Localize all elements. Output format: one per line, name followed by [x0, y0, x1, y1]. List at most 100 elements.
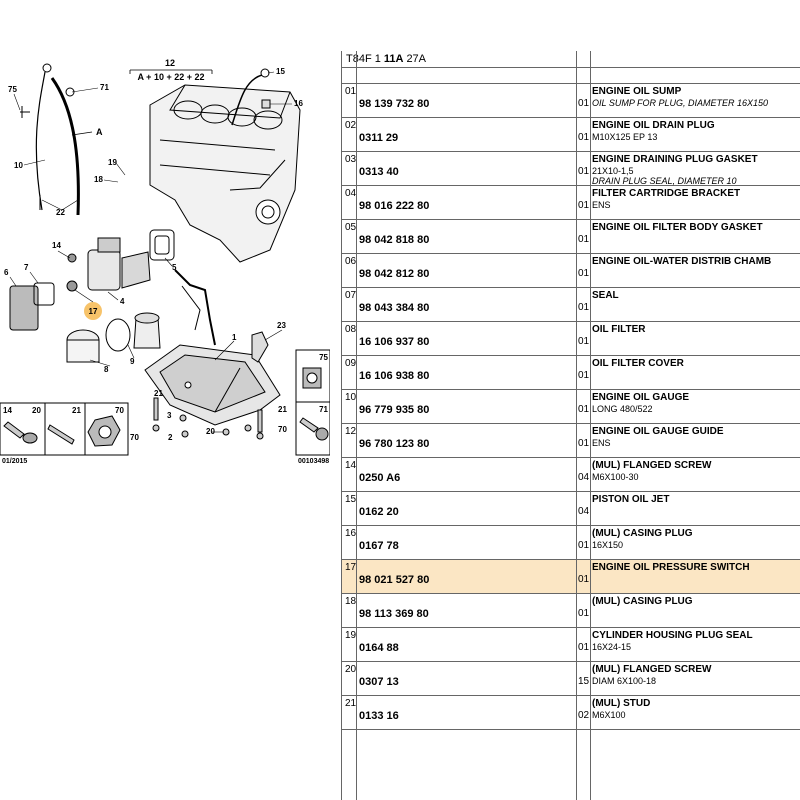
- part-reference: 0167 78: [359, 540, 399, 552]
- part-detail: M6X100-30: [592, 472, 639, 482]
- part-quantity: 01: [578, 438, 590, 449]
- callout-4[interactable]: 4: [120, 297, 125, 306]
- callout-21-right[interactable]: 21: [278, 405, 287, 414]
- part-reference: 16 106 938 80: [359, 370, 430, 382]
- callout-5[interactable]: 5: [172, 263, 177, 272]
- part-index: 05: [345, 222, 357, 233]
- callout-10[interactable]: 10: [14, 161, 23, 170]
- callout-22[interactable]: 22: [56, 208, 65, 217]
- callout-2[interactable]: 2: [168, 433, 173, 442]
- column-divider: [356, 51, 357, 800]
- callout-8[interactable]: 8: [104, 365, 109, 374]
- part-quantity: 01: [578, 268, 590, 279]
- part-index: 18: [345, 596, 357, 607]
- part-reference: 96 779 935 80: [359, 404, 430, 416]
- callouts: 75 71 10 15 16 19 18 22 14 7 6 4 5 3 17 …: [4, 67, 303, 442]
- dipstick-drawing: [20, 63, 80, 216]
- callout-6[interactable]: 6: [4, 268, 9, 277]
- part-reference: 0313 40: [359, 166, 399, 178]
- part-index: 20: [345, 664, 357, 675]
- part-reference: 98 139 732 80: [359, 98, 430, 110]
- part-name: ENGINE OIL-WATER DISTRIB CHAMB: [592, 256, 772, 267]
- part-detail: ENS: [592, 438, 611, 448]
- part-quantity: 01: [578, 404, 590, 415]
- part-reference: 98 043 384 80: [359, 302, 430, 314]
- hardware-inset: 14 20 21 70 01/2015 75 71 00103498: [0, 349, 330, 465]
- part-quantity: 01: [578, 166, 590, 177]
- diagram-drawing: 12 A + 10 + 22 + 22 A: [0, 58, 330, 465]
- part-index: 02: [345, 120, 357, 131]
- callout-14[interactable]: 14: [52, 241, 61, 250]
- part-name: SEAL: [592, 290, 619, 301]
- part-detail: 16X150: [592, 540, 624, 550]
- part-reference: 0307 13: [359, 676, 399, 688]
- part-name: (MUL) CASING PLUG: [592, 596, 693, 607]
- part-quantity: 01: [578, 234, 590, 245]
- catalog-code-suffix: 27A: [406, 53, 427, 65]
- part-index: 19: [345, 630, 357, 641]
- callout-19[interactable]: 19: [108, 158, 117, 167]
- part-detail: M6X100: [592, 710, 626, 720]
- part-reference: 98 016 222 80: [359, 200, 430, 212]
- callout-71[interactable]: 71: [100, 83, 109, 92]
- part-name: ENGINE OIL DRAIN PLUG: [592, 120, 715, 131]
- callout-21-left[interactable]: 21: [154, 389, 163, 398]
- callout-70-right[interactable]: 70: [278, 425, 287, 434]
- callout-15[interactable]: 15: [276, 67, 285, 76]
- callout-1[interactable]: 1: [232, 333, 237, 342]
- callout-75[interactable]: 75: [8, 85, 17, 94]
- part-quantity: 04: [578, 472, 590, 483]
- callout-7[interactable]: 7: [24, 263, 29, 272]
- part-name: OIL FILTER: [592, 324, 646, 335]
- callout-23[interactable]: 23: [277, 321, 286, 330]
- part-detail: 16X24-15: [592, 642, 632, 652]
- oil-sump-drawing: [144, 344, 281, 426]
- part-index: 16: [345, 528, 357, 539]
- part-detail: M10X125 EP 13: [592, 132, 658, 142]
- callout-20[interactable]: 20: [206, 427, 215, 436]
- callout-12[interactable]: 12: [165, 58, 175, 68]
- part-reference: 0164 88: [359, 642, 399, 654]
- callout-16[interactable]: 16: [294, 99, 303, 108]
- part-index: 01: [345, 86, 357, 97]
- catalog-code-prefix: T84F 1: [346, 53, 381, 65]
- inset-label-20: 20: [32, 406, 41, 415]
- callout-9[interactable]: 9: [130, 357, 135, 366]
- callout-17[interactable]: 17: [89, 307, 98, 316]
- part-index: 08: [345, 324, 357, 335]
- part-name: ENGINE OIL FILTER BODY GASKET: [592, 222, 763, 233]
- part-index: 06: [345, 256, 357, 267]
- part-index: 17: [345, 562, 357, 573]
- part-name: OIL FILTER COVER: [592, 358, 684, 369]
- callout-3[interactable]: 3: [167, 411, 172, 420]
- part-reference: 98 042 812 80: [359, 268, 430, 280]
- part-quantity: 01: [578, 336, 590, 347]
- callout-18[interactable]: 18: [94, 175, 103, 184]
- part-reference: 0162 20: [359, 506, 399, 518]
- part-reference: 96 780 123 80: [359, 438, 430, 450]
- part-quantity: 04: [578, 506, 590, 517]
- part-detail-secondary: DRAIN PLUG SEAL, DIAMETER 10: [592, 176, 737, 186]
- part-name: CYLINDER HOUSING PLUG SEAL: [592, 630, 753, 641]
- dipstick-letter: A: [96, 127, 103, 137]
- callout-70-left[interactable]: 70: [130, 433, 139, 442]
